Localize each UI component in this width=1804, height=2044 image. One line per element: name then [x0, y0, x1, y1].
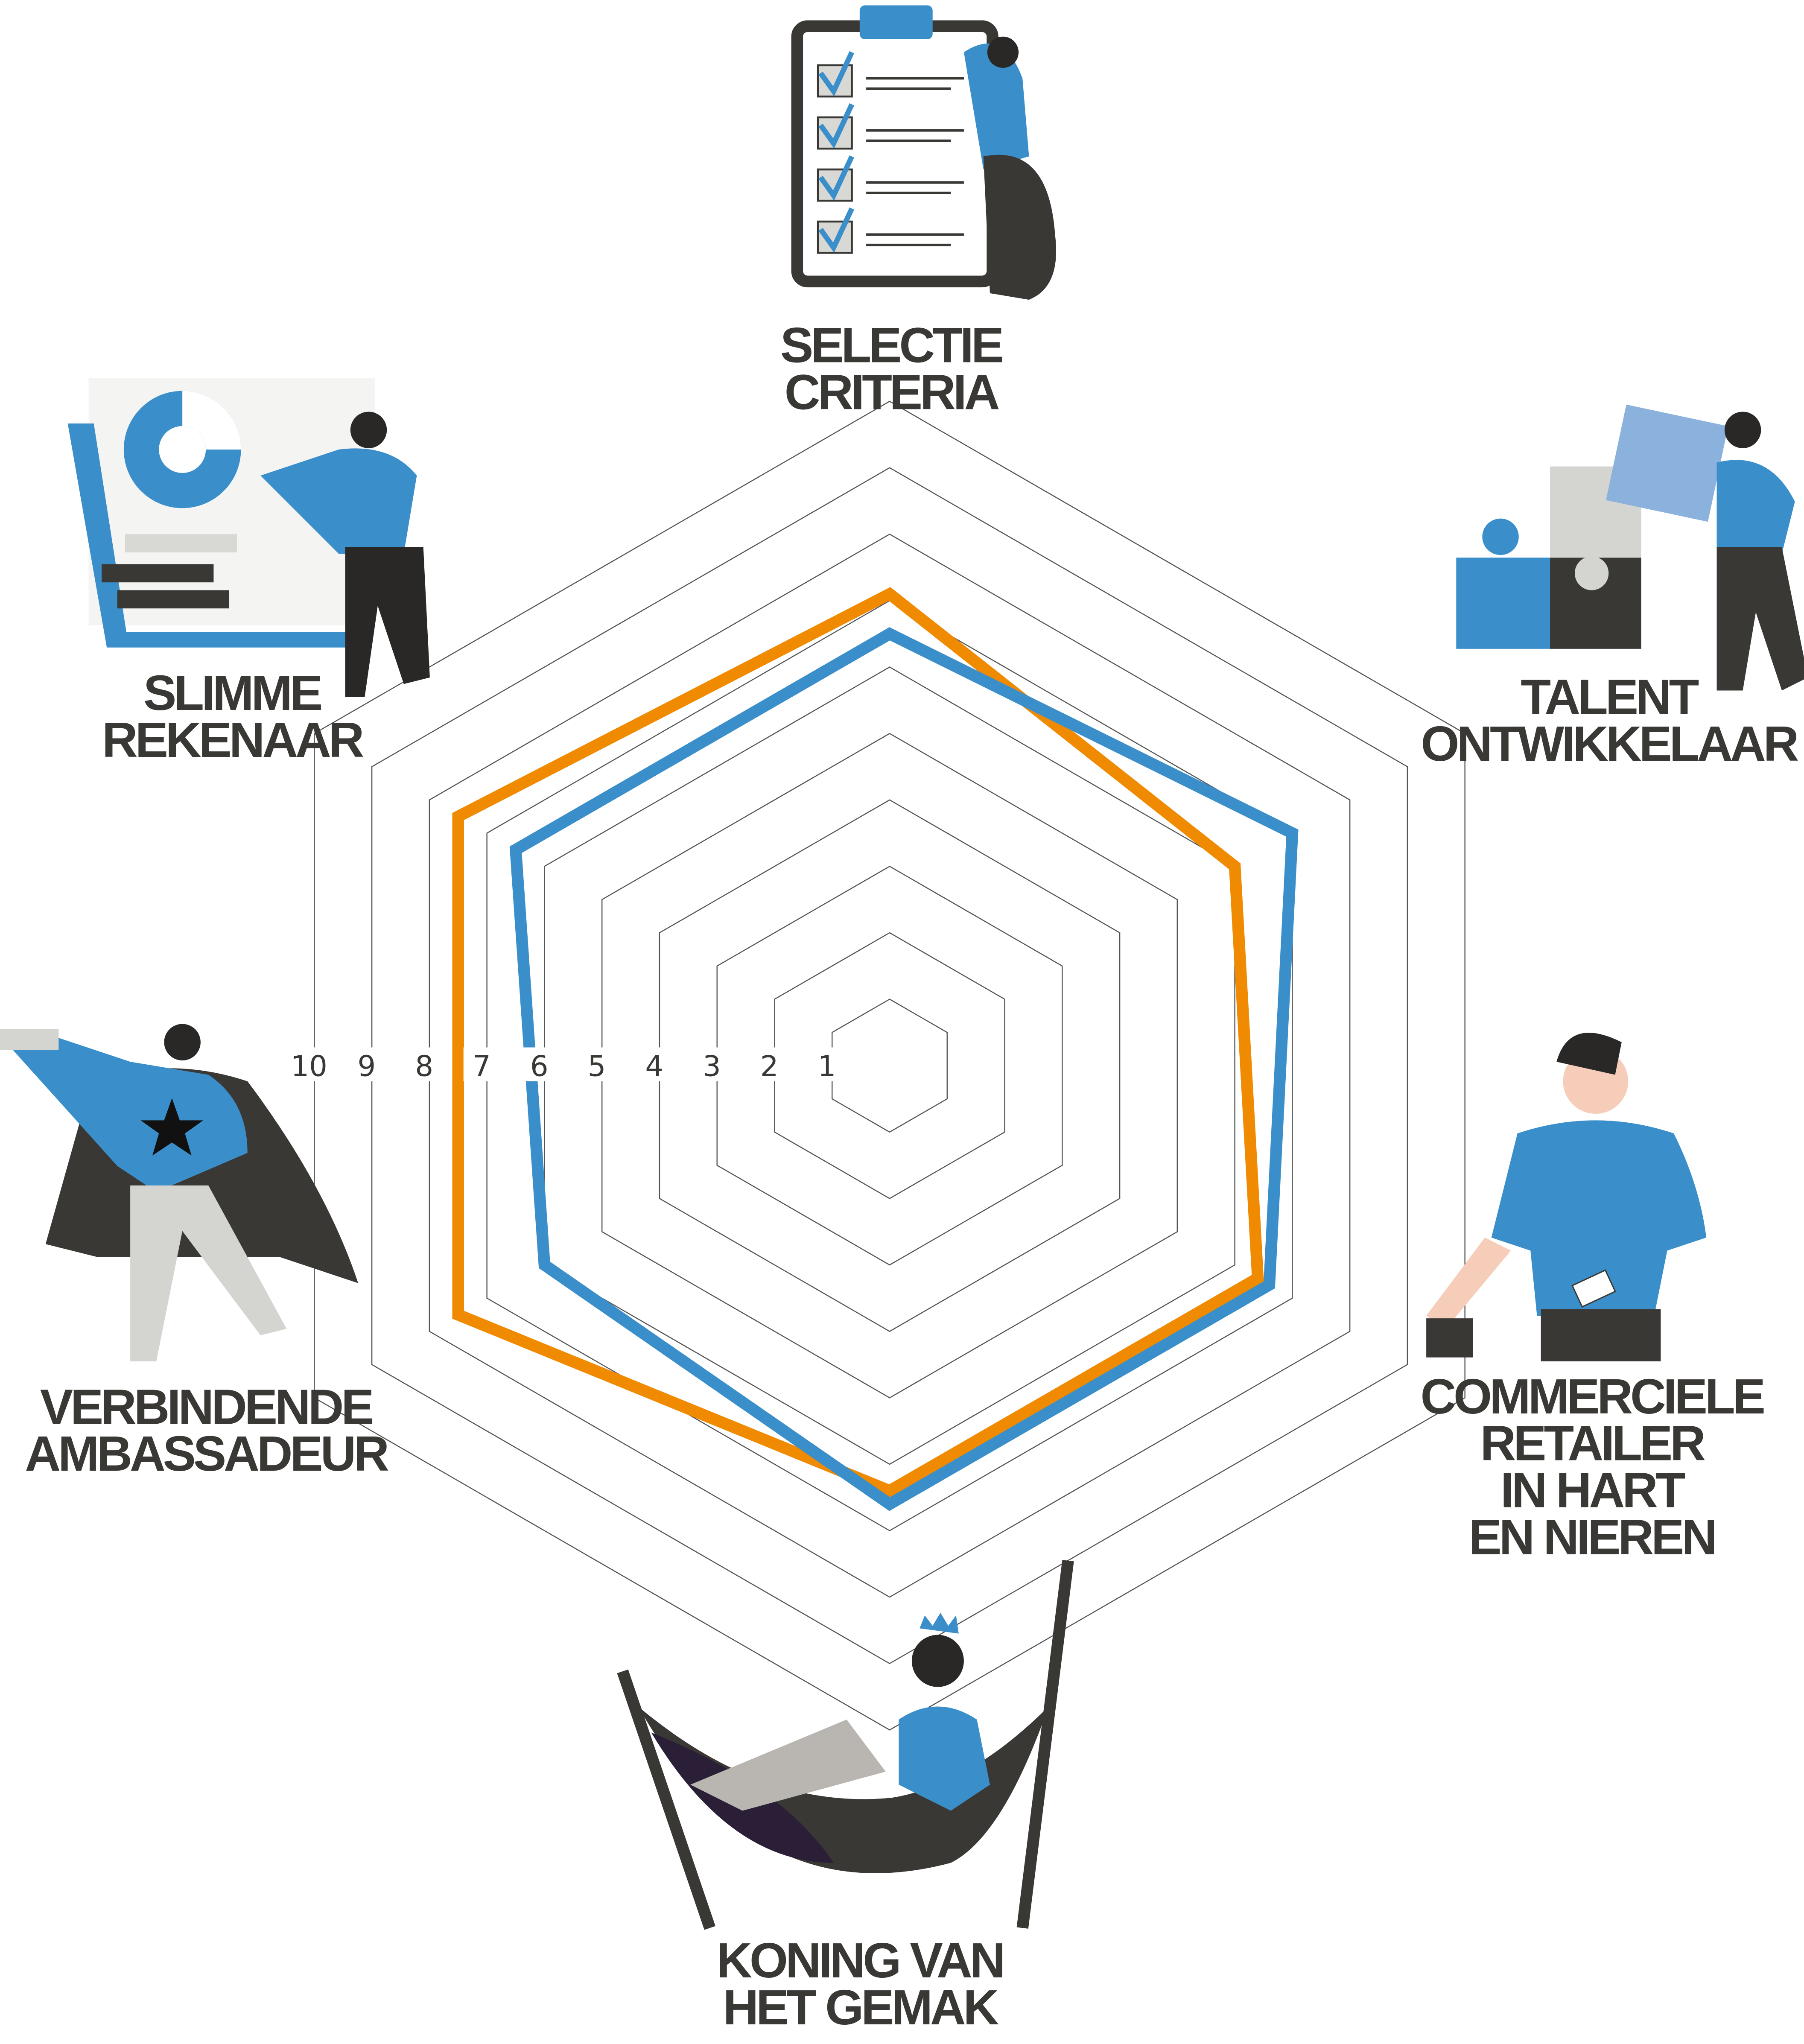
axis-label-line: TALENT	[1521, 669, 1699, 724]
axis-label-line: SLIMME	[143, 665, 321, 721]
axis-label-line: SELECTIE	[780, 318, 1002, 373]
axis-label-line: CRITERIA	[785, 364, 999, 420]
tick-bg	[291, 1047, 327, 1081]
axis-label-line: COMMERCIELE	[1420, 1369, 1763, 1424]
customer-illustration	[1426, 1033, 1707, 1361]
tick-bg	[521, 1047, 558, 1081]
tick-label-10: 10	[291, 1050, 327, 1083]
tick-bg	[636, 1047, 673, 1081]
axis-label-line: AMBASSADEUR	[25, 1426, 388, 1481]
axis-label-line: HET GEMAK	[723, 1980, 998, 2035]
tick-label-2: 2	[760, 1050, 779, 1083]
grid-ring-1	[832, 999, 948, 1133]
tick-bg	[463, 1047, 500, 1081]
axis-label-line: KONING VAN	[716, 1933, 1003, 1988]
axis-label-line: RETAILER	[1480, 1416, 1705, 1471]
tick-label-6: 6	[530, 1050, 549, 1083]
grid-ring-9	[371, 467, 1408, 1664]
tick-label-7: 7	[473, 1050, 491, 1083]
grid-ring-4	[659, 799, 1121, 1332]
grid-ring-5	[601, 733, 1178, 1399]
axis-label-line: REKENAAR	[102, 712, 364, 768]
tick-bg	[348, 1047, 385, 1081]
tick-bg	[693, 1047, 730, 1081]
axis-label-line: VERBINDENDE	[40, 1379, 373, 1434]
tick-label-9: 9	[358, 1050, 376, 1083]
grid-ring-8	[429, 533, 1351, 1598]
tick-bg	[809, 1047, 845, 1081]
grid-ring-3	[716, 865, 1063, 1266]
tick-label-1: 1	[818, 1050, 836, 1083]
grid-ring-10	[314, 400, 1465, 1731]
tick-label-4: 4	[645, 1050, 663, 1083]
axis-label-line: IN HART	[1500, 1463, 1685, 1518]
axis-label-line: ONTWIKKELAAR	[1421, 716, 1798, 771]
grid-ring-2	[774, 932, 1005, 1199]
puzzle-illustration	[1456, 404, 1804, 691]
scale-ticks: 1 2 3 4 5 6 7 8 9 10	[291, 1047, 845, 1083]
tick-bg	[578, 1047, 615, 1081]
tick-bg	[406, 1047, 443, 1081]
tick-label-3: 3	[703, 1050, 721, 1083]
tick-label-5: 5	[588, 1050, 606, 1083]
axis-label-line: EN NIEREN	[1468, 1509, 1714, 1565]
presenter-illustration	[67, 378, 430, 697]
radar-series	[452, 587, 1299, 1511]
series-blue	[509, 627, 1299, 1511]
series-orange	[452, 587, 1264, 1498]
tick-label-8: 8	[415, 1050, 433, 1083]
hammock-illustration	[617, 1560, 1074, 1930]
hero-illustration	[0, 1024, 359, 1361]
tick-bg	[751, 1047, 788, 1081]
clipboard-illustration	[791, 5, 1057, 300]
